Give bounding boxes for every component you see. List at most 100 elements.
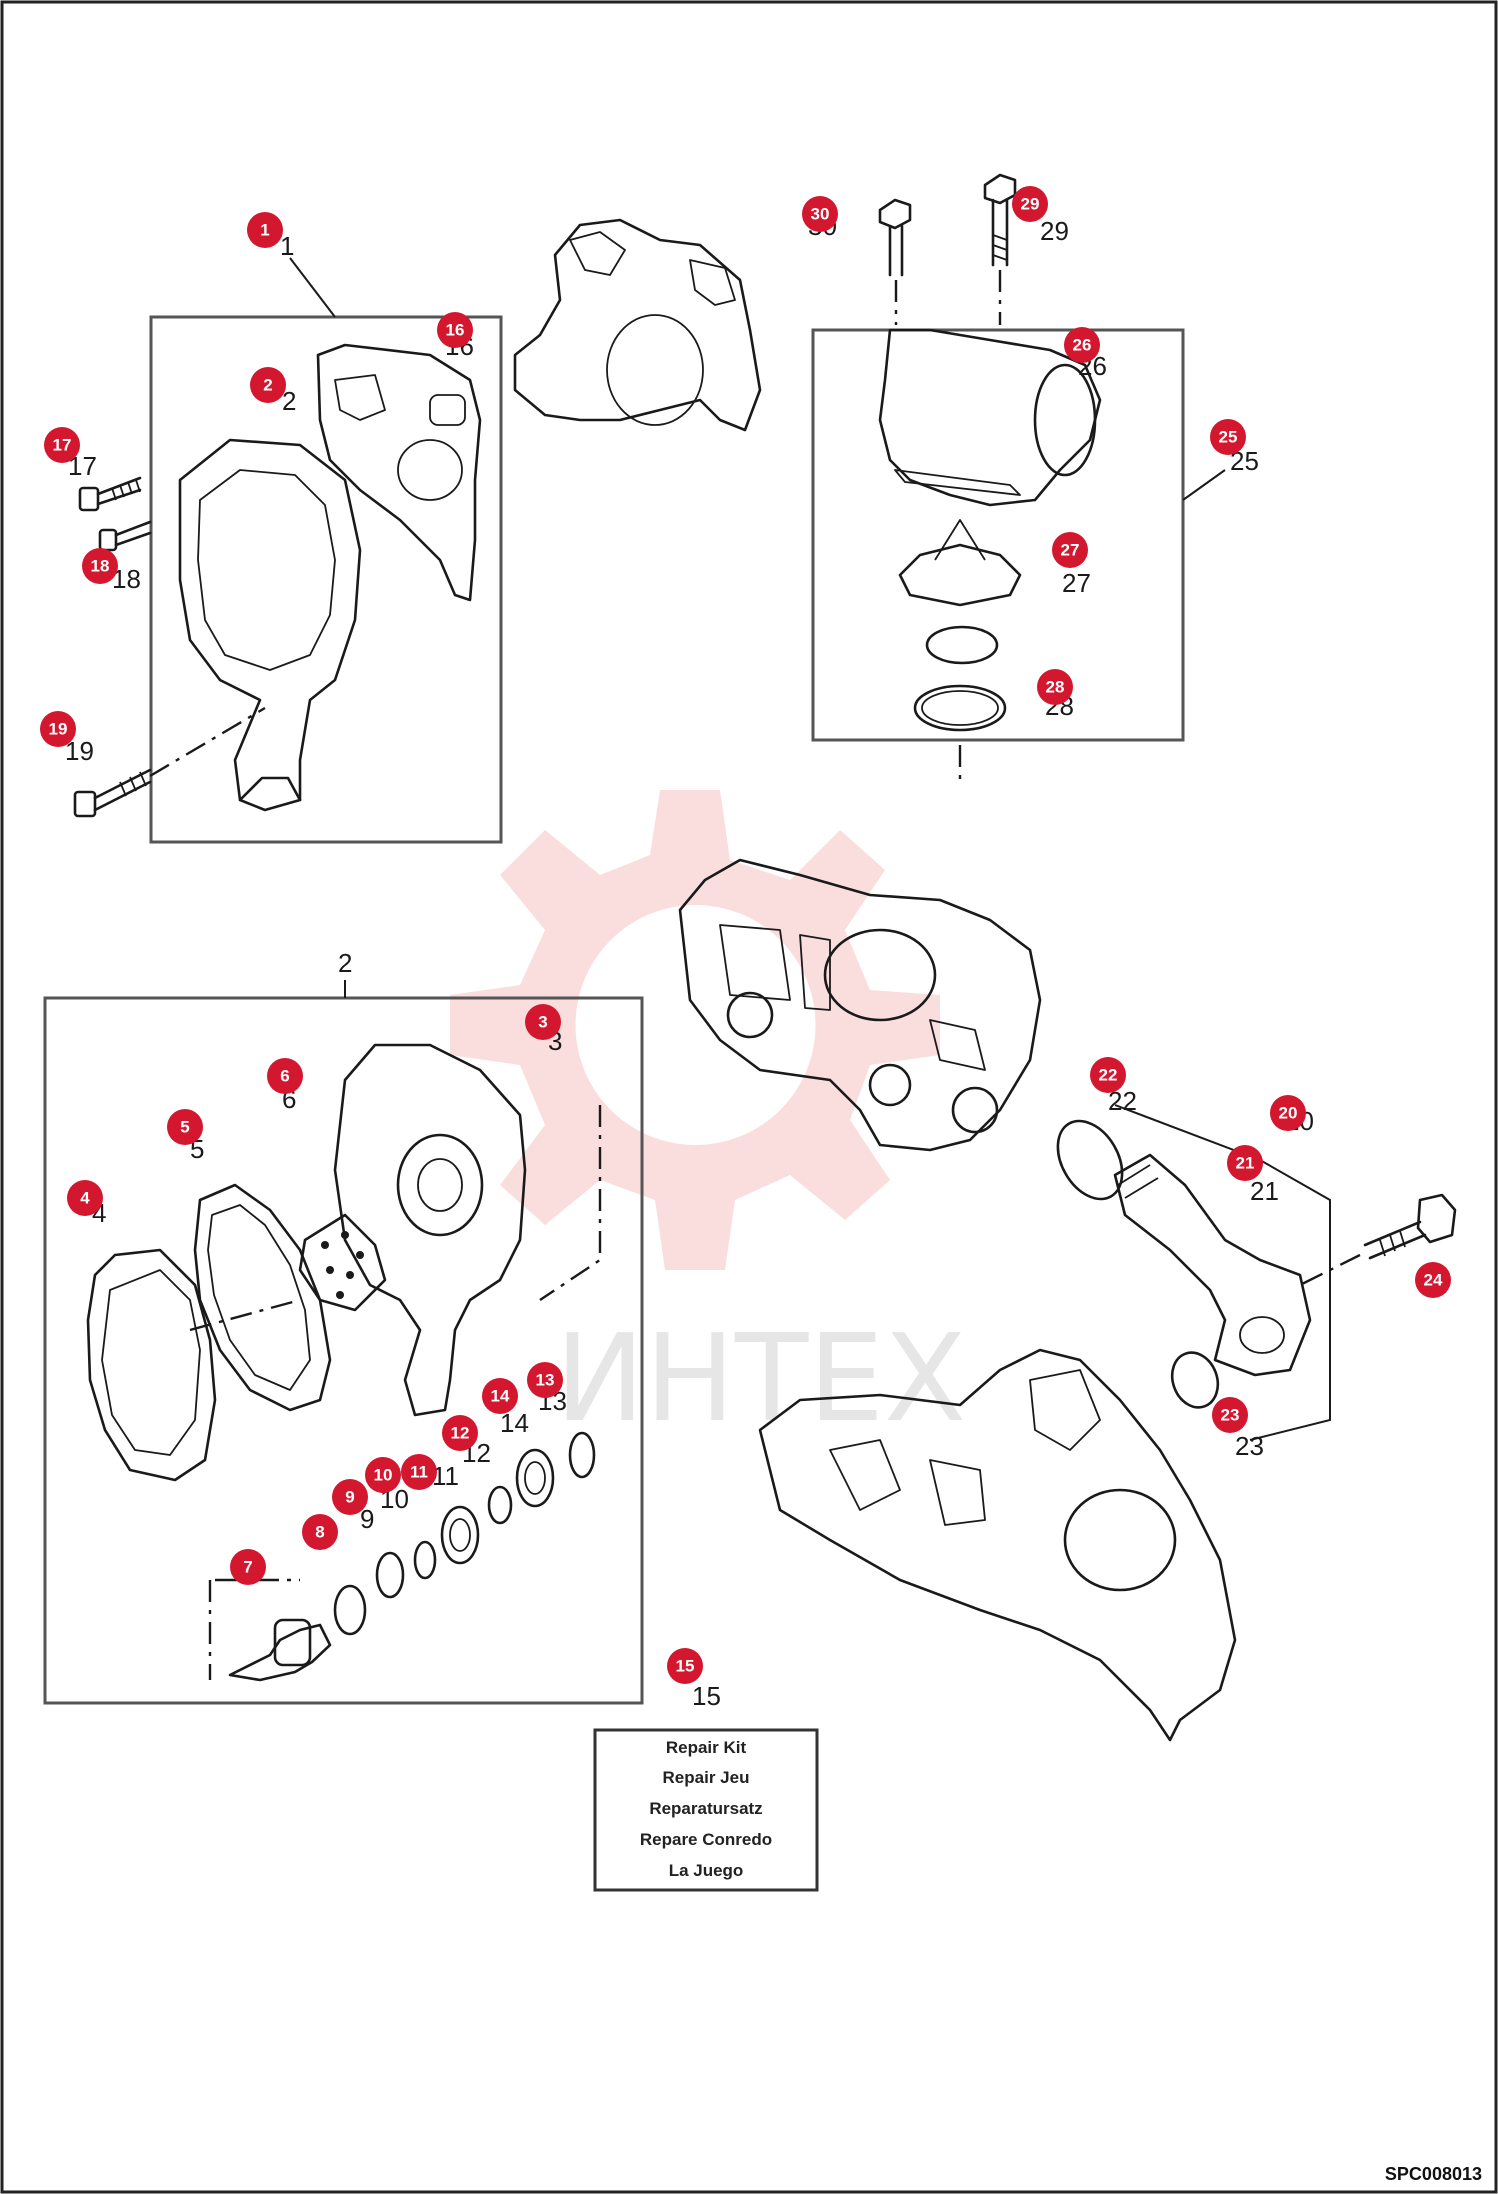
callout-badge-label: 1 xyxy=(260,221,269,240)
callout-badge-label: 9 xyxy=(345,1488,354,1507)
callout-badge-25: 25 xyxy=(1210,419,1246,455)
callout-badge-label: 25 xyxy=(1219,428,1238,447)
callout-badge-label: 24 xyxy=(1424,1271,1443,1290)
engine-cover-detail-top xyxy=(569,231,736,306)
part-17-bolt xyxy=(78,476,142,512)
callout-badge-label: 12 xyxy=(451,1424,470,1443)
engine-cover-fragment-top xyxy=(513,218,762,432)
part-3-bore-inner xyxy=(417,1158,463,1212)
callout-badge-16: 16 xyxy=(437,312,473,348)
callout-badge-26: 26 xyxy=(1064,327,1100,363)
part-16-slot xyxy=(429,394,466,426)
callout-badge-19: 19 xyxy=(40,711,76,747)
callout-badge-15: 15 xyxy=(667,1648,703,1684)
callout-badge-28: 28 xyxy=(1037,669,1073,705)
part-3-housing xyxy=(333,1043,527,1417)
axis-dash-2b xyxy=(539,1105,602,1301)
repair-kit-line-3: Reparatursatz xyxy=(649,1799,762,1818)
part-8-seal xyxy=(333,1584,367,1636)
part-14-bearing-inner xyxy=(524,1461,546,1495)
axis-dash-2a xyxy=(189,1298,301,1332)
callout-badge-21: 21 xyxy=(1227,1145,1263,1181)
callout-line-25 xyxy=(1182,469,1226,501)
part-4-gasket xyxy=(86,1248,217,1482)
callout-badge-label: 20 xyxy=(1279,1104,1298,1123)
part-5-gasket-inner xyxy=(207,1204,311,1391)
callout-badge-9: 9 xyxy=(332,1479,368,1515)
group-1-frame xyxy=(149,315,503,844)
callout-badge-label: 18 xyxy=(91,557,110,576)
part-28-oring xyxy=(913,684,1007,732)
callout-badge-23: 23 xyxy=(1212,1397,1248,1433)
label-2-mid: 2 xyxy=(338,948,352,978)
part-16-passage xyxy=(334,374,386,421)
part-12-ring xyxy=(487,1485,513,1525)
part-number-labels: 1 2 16 17 18 19 30 29 26 25 27 28 2 3 6 … xyxy=(65,211,1314,1534)
part-6-impeller-holes xyxy=(321,1231,364,1299)
part-3-bore xyxy=(396,1133,484,1237)
callout-badge-6: 6 xyxy=(267,1058,303,1094)
callout-badge-label: 21 xyxy=(1236,1154,1255,1173)
part-18-bolt xyxy=(98,520,152,552)
label-21: 21 xyxy=(1250,1176,1279,1206)
engine-cover-lower xyxy=(758,1348,1237,1742)
engine-cover-bore-top xyxy=(606,314,704,426)
callout-badge-5: 5 xyxy=(167,1109,203,1145)
repair-kit-line-4: Repare Conredo xyxy=(640,1830,772,1849)
callout-badge-14: 14 xyxy=(482,1378,518,1414)
callout-line-1 xyxy=(289,257,336,318)
part-19-bolt xyxy=(73,706,266,818)
part-22-oring xyxy=(1056,1119,1124,1201)
callout-badge-24: 24 xyxy=(1415,1262,1451,1298)
callout-badge-label: 16 xyxy=(446,321,465,340)
part-24-bolt xyxy=(1299,1193,1457,1287)
callout-badge-label: 26 xyxy=(1073,336,1092,355)
part-2-housing-inner xyxy=(197,469,336,671)
part-27-bridge xyxy=(934,519,986,561)
engine-block-port-2 xyxy=(951,1086,999,1134)
engine-block-upper xyxy=(678,858,1042,1152)
part-2-outlet xyxy=(238,776,302,802)
callout-badge-22: 22 xyxy=(1090,1057,1126,1093)
part-26-base xyxy=(894,469,1021,496)
part-11-bearing-inner xyxy=(449,1518,471,1552)
label-9: 9 xyxy=(360,1504,374,1534)
part-6-impeller xyxy=(298,1213,387,1312)
part-4-gasket-inner xyxy=(101,1269,201,1456)
label-23: 23 xyxy=(1235,1431,1264,1461)
callout-badge-8: 8 xyxy=(302,1514,338,1550)
part-9-ring xyxy=(375,1551,405,1599)
label-1: 1 xyxy=(280,231,294,261)
group-2-frame xyxy=(43,996,644,1705)
callout-badge-label: 30 xyxy=(811,205,830,224)
part-26-outlet xyxy=(1033,363,1097,477)
part-21-flange-hole xyxy=(1239,1316,1285,1354)
part-23-oring xyxy=(1170,1351,1220,1409)
part-26-thermostat-housing xyxy=(878,328,1102,507)
callout-badge-12: 12 xyxy=(442,1415,478,1451)
part-14-bearing xyxy=(515,1448,555,1508)
part-27-thermostat xyxy=(898,543,1022,607)
part-5-gasket xyxy=(193,1183,332,1412)
callout-badge-10: 10 xyxy=(365,1457,401,1493)
part-27-valve xyxy=(925,625,999,665)
watermark-text: ИНТЕХ xyxy=(555,1310,966,1449)
label-2-top: 2 xyxy=(282,386,296,416)
callout-badge-29: 29 xyxy=(1012,186,1048,222)
engine-block-port-3 xyxy=(868,1063,912,1107)
engine-cover-lower-detail xyxy=(829,1369,1101,1526)
label-27: 27 xyxy=(1062,568,1091,598)
callout-badge-label: 5 xyxy=(180,1118,189,1137)
part-16-gasket xyxy=(316,343,482,602)
engine-block-port-1 xyxy=(726,991,774,1039)
repair-kit-line-2: Repair Jeu xyxy=(663,1768,750,1787)
callout-badge-label: 29 xyxy=(1021,195,1040,214)
drawing-code: SPC008013 xyxy=(1385,2164,1482,2184)
label-29: 29 xyxy=(1040,216,1069,246)
callout-badge-4: 4 xyxy=(67,1180,103,1216)
part-2-housing xyxy=(178,438,362,812)
bracket-20-23 xyxy=(1114,1104,1331,1441)
